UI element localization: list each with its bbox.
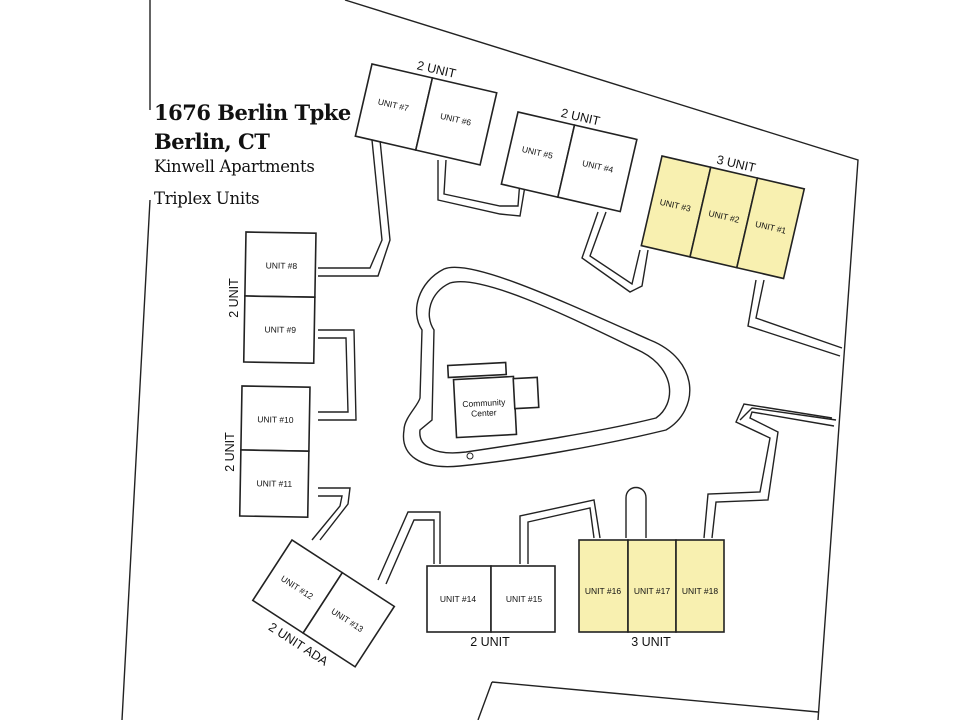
unit-17-label: UNIT #17 [634,586,670,596]
title-block: 1676 Berlin Tpke Berlin, CT Kinwell Apar… [154,98,351,208]
unit-9-label: UNIT #9 [264,324,296,335]
unit-18[interactable] [675,539,725,633]
unit-14[interactable] [426,565,492,633]
building-8-9: UNIT #8 UNIT #9 [242,231,317,365]
address-line-1: 1676 Berlin Tpke [154,100,351,125]
loop-road-inner [419,281,671,454]
building-14-15-label: 2 UNIT [470,635,510,649]
unit-11-label: UNIT #11 [256,478,292,489]
unit-9[interactable] [242,295,316,365]
unit-18-label: UNIT #18 [682,586,718,596]
building-10-11-label: 2 UNIT [223,432,237,472]
driveways [311,139,843,585]
community-center[interactable]: Community Center [446,361,540,439]
unit-16-label: UNIT #16 [585,586,621,596]
loop-road-outer [402,266,691,468]
unit-4[interactable] [556,124,638,213]
building-16-17-18: UNIT #16 UNIT #17 UNIT #18 3 UNIT [578,539,725,649]
building-16-17-18-label: 3 UNIT [631,635,671,649]
building-14-15: UNIT #14 UNIT #15 2 UNIT [426,565,556,649]
property-boundary [121,0,859,720]
building-7-6: UNIT #7 UNIT #6 2 UNIT [354,58,498,166]
tree-icon [466,452,474,460]
unit-6[interactable] [414,76,498,166]
unit-14-label: UNIT #14 [440,594,476,604]
unit-1[interactable] [735,177,806,280]
unit-15-label: UNIT #15 [506,594,542,604]
unit-15[interactable] [490,565,556,633]
community-center-label-2: Center [471,407,497,418]
building-12-13: UNIT #12 UNIT #13 2 UNIT ADA [251,538,396,669]
unit-13[interactable] [301,571,396,668]
unit-17[interactable] [627,539,677,633]
unit-8-label: UNIT #8 [266,260,298,271]
building-3-2-1: UNIT #3 UNIT #2 UNIT #1 3 UNIT [640,153,806,280]
property-name: Kinwell Apartments [154,157,315,176]
unit-10-label: UNIT #10 [257,414,294,425]
unit-11[interactable] [238,449,310,518]
building-10-11: UNIT #10 UNIT #11 [238,385,311,518]
unit-type-heading: Triplex Units [154,189,260,208]
building-8-9-label: 2 UNIT [227,278,241,318]
community-center-label-1: Community [462,397,506,409]
building-5-4: UNIT #5 UNIT #4 2 UNIT [500,106,638,213]
address-line-2: Berlin, CT [154,129,270,154]
